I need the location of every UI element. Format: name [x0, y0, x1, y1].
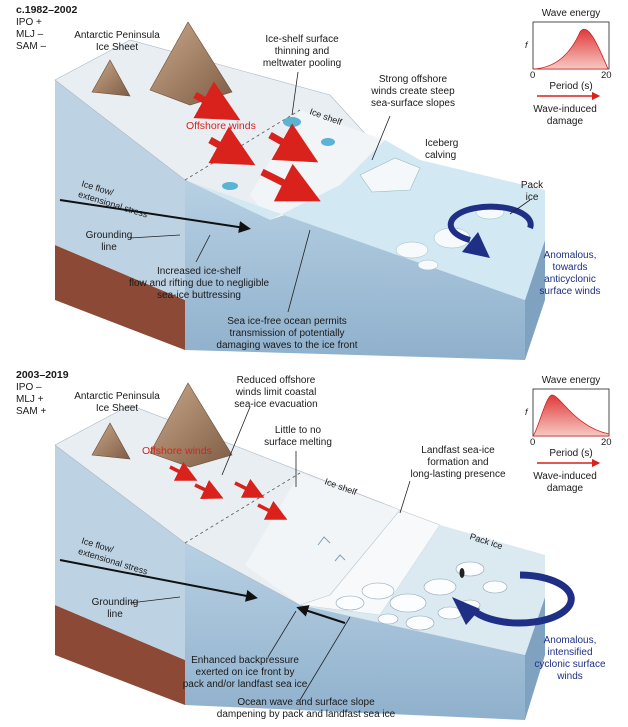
inset-xlabel: Period (s)	[549, 448, 593, 459]
grounding-line-label: Grounding line	[85, 230, 133, 253]
dampening-label: Ocean wave and surface slope dampening b…	[216, 697, 396, 720]
meltwater-pool	[321, 138, 335, 146]
pack-ice-floe	[417, 259, 439, 271]
mountain-peak-small	[91, 59, 131, 97]
ice-side-face	[55, 80, 185, 300]
climate-index-mlj: MLJ –	[16, 29, 44, 40]
inset-title: Wave energy	[541, 375, 601, 386]
wave-energy-curve	[532, 394, 610, 437]
leader-lines	[129, 71, 531, 313]
grounding-line-label: Grounding line	[91, 597, 139, 620]
wave-energy-curve	[532, 29, 609, 70]
penguin-icon	[459, 568, 465, 578]
ice-flow-arrow	[59, 199, 251, 234]
ocean-side-face	[185, 180, 525, 360]
inset-ylabel: f	[525, 40, 528, 50]
open-water-surface	[185, 140, 545, 300]
ice-sheet-label: Antarctic Peninsula Ice Sheet	[74, 30, 160, 53]
backpressure-arrow	[296, 605, 346, 624]
climate-index-sam: SAM +	[16, 406, 47, 417]
meltwater-pool	[283, 117, 301, 127]
period-label: c.1982–2002	[16, 4, 78, 16]
panel-2003-2019: 2003–2019 IPO – MLJ + SAM + Antarctic Pe…	[0, 365, 628, 727]
crevasses	[317, 536, 346, 562]
bedrock-front	[55, 245, 185, 350]
strong-winds-label: Strong offshore winds create steep sea-s…	[371, 74, 455, 109]
pack-ice-floe	[395, 241, 429, 259]
climate-index-mlj: MLJ +	[16, 394, 44, 405]
iceberg	[359, 157, 421, 193]
climate-index-sam: SAM –	[16, 41, 47, 52]
iceberg-calving-label: Iceberg calving	[425, 138, 459, 161]
backpressure-label: Enhanced backpressure exerted on ice fro…	[182, 655, 308, 690]
no-melting-label: Little to no surface melting	[264, 425, 332, 448]
reduced-winds-label: Reduced offshore winds limit coastal sea…	[234, 375, 318, 410]
ocean-end-face	[525, 240, 545, 360]
panel-1982-2002: c.1982–2002 IPO + MLJ – SAM – Antarctic …	[0, 0, 628, 360]
anomalous-winds-label: Anomalous, intensified cyclonic surface …	[534, 635, 606, 682]
inset-xmin: 0	[530, 70, 536, 81]
inset-xmin: 0	[530, 437, 536, 448]
wave-energy-inset	[532, 21, 610, 101]
ocean-end-face	[525, 597, 545, 720]
mountain-peak-small	[91, 422, 131, 460]
circulation-arrowhead	[452, 597, 480, 625]
pack-ice-label: Pack ice	[520, 180, 544, 203]
inset-title: Wave energy	[541, 8, 601, 19]
climate-index-ipo: IPO +	[16, 17, 42, 28]
wave-energy-inset	[532, 388, 610, 468]
landfast-label: Landfast sea-ice formation and long-last…	[410, 445, 506, 480]
offshore-winds-label: Offshore winds	[186, 120, 256, 132]
wave-damage-label: Wave-induced damage	[533, 104, 597, 127]
increased-flow-label: Increased ice-shelf flow and rifting due…	[128, 266, 270, 301]
ice-side-face	[55, 445, 185, 660]
inset-xlabel: Period (s)	[549, 81, 593, 92]
offshore-wind-arrows	[169, 461, 288, 520]
ice-flow-arrow	[59, 559, 258, 602]
inset-ylabel: f	[525, 407, 528, 417]
period-label: 2003–2019	[16, 369, 69, 381]
climate-index-ipo: IPO –	[16, 382, 42, 393]
bedrock-front	[55, 605, 185, 705]
panel1-illustration	[54, 21, 610, 360]
offshore-wind-arrows	[193, 81, 321, 202]
offshore-winds-label: Offshore winds	[142, 445, 212, 457]
anticyclonic-circulation-arrow	[447, 203, 534, 243]
inset-xmax: 20	[601, 70, 612, 81]
pack-ice-zone	[300, 525, 545, 655]
meltwater-pool	[222, 182, 238, 190]
leader-lines	[129, 406, 411, 701]
inset-xmax: 20	[601, 437, 612, 448]
wave-damage-label: Wave-induced damage	[533, 471, 597, 494]
cyclonic-circulation-arrow	[469, 571, 575, 627]
anomalous-winds-label: Anomalous, towards anticyclonic surface …	[539, 250, 601, 297]
ice-sheet-label: Antarctic Peninsula Ice Sheet	[74, 391, 160, 414]
surface-thinning-label: Ice-shelf surface thinning and meltwater…	[262, 34, 342, 69]
panel2-illustration	[54, 382, 610, 720]
sea-ice-free-label: Sea ice-free ocean permits transmission …	[216, 316, 358, 351]
circulation-arrowhead	[462, 232, 490, 258]
